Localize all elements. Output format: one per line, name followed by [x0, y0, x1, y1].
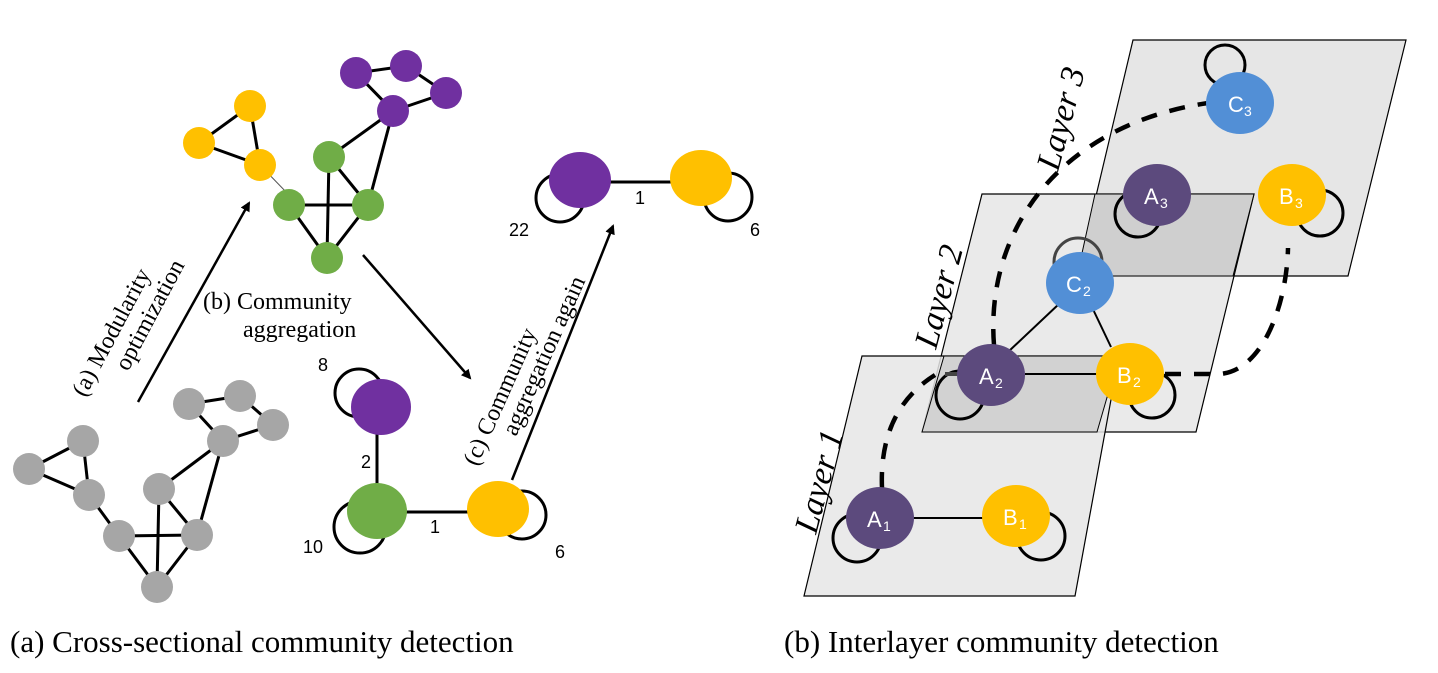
svg-text:B: B — [1003, 505, 1018, 530]
svg-text:A: A — [1144, 184, 1159, 209]
purple-node — [430, 77, 462, 109]
green-self-loop-weight: 10 — [303, 537, 323, 557]
svg-text:3: 3 — [1160, 195, 1168, 211]
interlayer-link-a2-c3 — [991, 100, 1209, 346]
svg-text:3: 3 — [1295, 195, 1303, 211]
final-yellow-self-loop-weight: 6 — [750, 220, 760, 240]
final-purple-node — [549, 152, 611, 208]
gray-node — [181, 519, 213, 551]
final-purple-self-loop-weight: 22 — [509, 220, 529, 240]
gray-node — [67, 425, 99, 457]
arrow-community-aggregation-again — [510, 224, 615, 481]
svg-text:A: A — [979, 364, 994, 389]
svg-text:2: 2 — [995, 375, 1003, 391]
panel-a: (a) Modularity optimization — [10, 50, 760, 659]
caption-cross-sectional: (a) Cross-sectional community detection — [10, 624, 514, 659]
original-graph-nodes — [13, 380, 289, 603]
svg-text:C: C — [1228, 92, 1244, 117]
yellow-self-loop-weight: 6 — [555, 542, 565, 562]
svg-text:2: 2 — [1083, 283, 1091, 299]
aggregated-graph: 8 2 10 1 6 — [303, 355, 565, 562]
gray-node — [103, 520, 135, 552]
svg-text:2: 2 — [1133, 374, 1141, 390]
green-node — [273, 189, 305, 221]
aggregated-yellow-node — [467, 481, 529, 537]
purple-self-loop-weight: 8 — [318, 355, 328, 375]
gray-node — [173, 388, 205, 420]
yellow-node — [234, 90, 266, 122]
purple-node — [340, 57, 372, 89]
purple-green-edge-weight: 2 — [361, 452, 371, 472]
final-edge-weight: 1 — [635, 188, 645, 208]
svg-text:1: 1 — [883, 518, 891, 534]
original-graph — [13, 380, 289, 603]
yellow-node — [183, 127, 215, 159]
node-a1: A 1 — [846, 487, 914, 549]
aggregated-purple-node — [351, 379, 411, 435]
label-community-aggregation-line2: aggregation — [243, 317, 356, 343]
svg-text:B: B — [1117, 363, 1132, 388]
purple-node — [390, 50, 422, 82]
panel-b: Layer 1 Layer 2 Layer 3 C 3 A 3 B 3 — [784, 39, 1407, 659]
caption-interlayer: (b) Interlayer community detection — [784, 624, 1219, 659]
green-node — [352, 189, 384, 221]
green-node — [313, 141, 345, 173]
gray-node — [224, 380, 256, 412]
gray-node — [73, 479, 105, 511]
node-b1: B 1 — [982, 485, 1050, 547]
gray-node — [13, 453, 45, 485]
node-b2: B 2 — [1096, 343, 1164, 405]
final-yellow-node — [670, 150, 732, 206]
edge-a2-c2 — [1007, 302, 1061, 353]
node-a3: A 3 — [1123, 164, 1191, 226]
green-node — [311, 242, 343, 274]
arrow-community-aggregation — [362, 254, 472, 380]
svg-text:3: 3 — [1244, 103, 1252, 119]
node-c2: C 2 — [1046, 252, 1114, 314]
yellow-node — [244, 149, 276, 181]
svg-text:1: 1 — [1019, 516, 1027, 532]
gray-node — [257, 409, 289, 441]
final-graph: 22 1 6 — [509, 150, 760, 240]
gray-node — [141, 571, 173, 603]
svg-text:B: B — [1279, 184, 1294, 209]
gray-node — [207, 425, 239, 457]
community-graph-nodes — [183, 50, 462, 274]
node-b3: B 3 — [1258, 164, 1326, 226]
svg-text:C: C — [1066, 272, 1082, 297]
node-c3: C 3 — [1206, 72, 1274, 134]
community-graph — [183, 50, 462, 274]
aggregated-green-node — [347, 483, 407, 539]
gray-node — [143, 473, 175, 505]
green-yellow-edge-weight: 1 — [430, 517, 440, 537]
svg-text:A: A — [867, 507, 882, 532]
label-community-aggregation-line1: (b) Community — [203, 289, 352, 315]
layer-2-3-overlap — [1076, 193, 1255, 277]
arrow-modularity-optimization — [136, 201, 251, 403]
layer-3-label: Layer 3 — [1030, 63, 1093, 175]
interlayer-link-a1-a2 — [879, 373, 937, 489]
purple-node — [377, 95, 409, 127]
node-a2: A 2 — [957, 344, 1025, 406]
interlayer-link-b2-b3 — [1165, 247, 1291, 377]
